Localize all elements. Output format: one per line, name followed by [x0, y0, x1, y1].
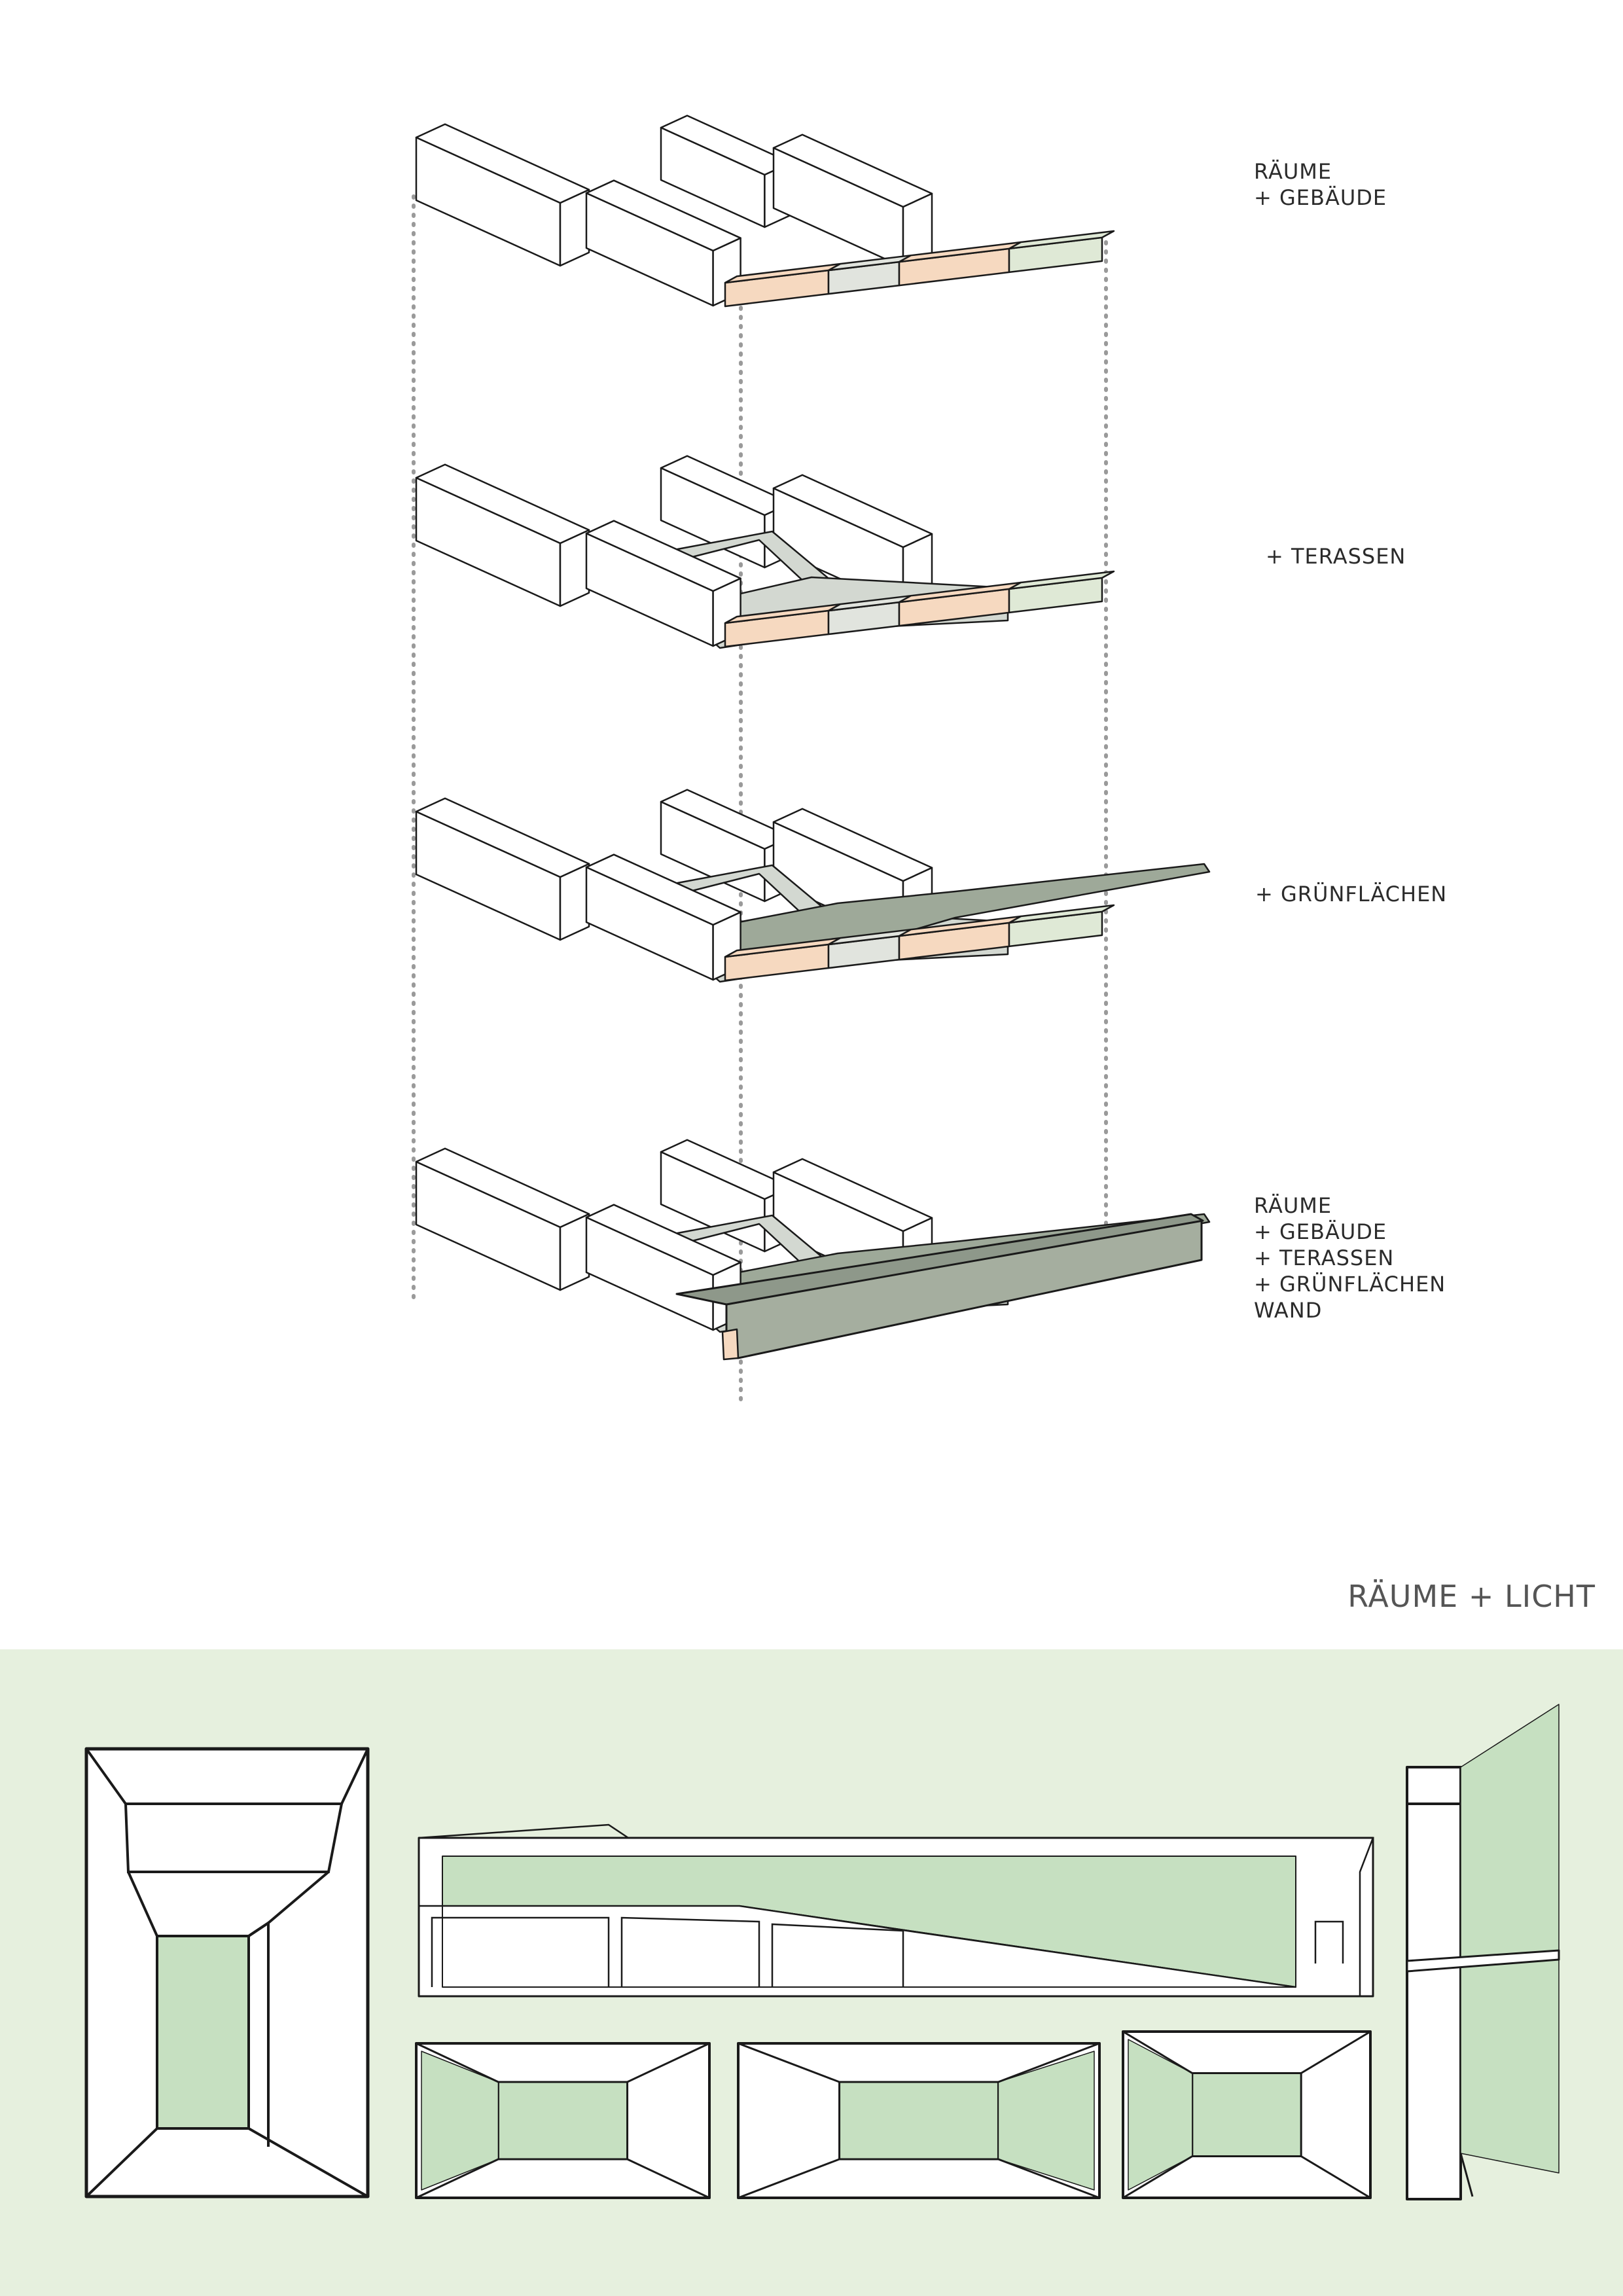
interior-view-3-edge-bl: [1122, 2155, 1193, 2199]
building-long-top-face: [415, 797, 590, 878]
interior-view-1: [415, 2042, 711, 2199]
section-left-parapet: [418, 1823, 629, 1839]
interior-view-2: [737, 2042, 1101, 2199]
interior-view-2-edge-tl: [738, 2042, 840, 2083]
stage-1-line-1: RÄUME: [1254, 159, 1332, 184]
section-ramp-line: [419, 1905, 1296, 1988]
section-title: RÄUME + LICHT: [1347, 1579, 1596, 1614]
stage-2-massing: [415, 455, 1115, 649]
stage-4-line-5: WAND: [1254, 1298, 1323, 1323]
vertical-section-shaft: [1406, 1766, 1462, 2200]
stage-label-1: RÄUME + GEBÄUDE: [1254, 158, 1387, 211]
stage-label-3: + GRÜNFLÄCHEN: [1255, 881, 1447, 907]
interior-view-3-edge-tl: [1122, 2030, 1193, 2074]
building-tall-top-face: [772, 808, 933, 882]
building-front: [585, 520, 741, 647]
vertical-section-floor-slab: [1406, 1949, 1560, 1973]
long-section: [418, 1823, 1374, 1998]
building-front-top-face: [585, 853, 741, 926]
tall-view-floor-edges: [85, 2127, 368, 2198]
building-long: [415, 797, 590, 941]
building-long: [415, 123, 590, 267]
tall-view-side-opening: [247, 1920, 270, 2147]
interior-view-2-end-wall: [838, 2081, 999, 2161]
building-long: [415, 1147, 590, 1291]
room-strip-segment-4-top: [1008, 904, 1115, 924]
interior-view-3: [1122, 2030, 1372, 2199]
interior-view-3-edge-br: [1300, 2155, 1371, 2199]
interior-view-1-edge-tl: [416, 2042, 499, 2083]
vertical-section: [1406, 1704, 1560, 2200]
building-front-top-face: [585, 520, 741, 592]
vertical-section-base: [1459, 2153, 1474, 2197]
building-tall: [772, 134, 933, 268]
room-strip: [724, 230, 1115, 308]
room-strip-segment-4-top: [1008, 570, 1115, 590]
interior-view-tall: [84, 1747, 370, 2198]
stage-4-line-4: + GRÜNFLÄCHEN: [1254, 1272, 1446, 1297]
section-right-tower: [1319, 1837, 1374, 1996]
interior-view-1-edge-bl: [416, 2158, 499, 2199]
section-room-2: [620, 1916, 760, 1987]
stage-3-line-1: + GRÜNFLÄCHEN: [1255, 882, 1448, 906]
interior-view-1-end-wall: [497, 2081, 629, 2161]
stage-label-2: + TERASSEN: [1266, 543, 1406, 569]
tall-view-ceiling-edge: [85, 1748, 369, 1805]
room-strip-segment-4-top: [1008, 230, 1115, 250]
stage-4-line-1: RÄUME: [1254, 1193, 1332, 1218]
room-strip: [724, 570, 1115, 648]
interior-view-1-edge-tr: [626, 2042, 710, 2083]
section-room-3: [771, 1923, 904, 1987]
continuous-wall: [675, 1213, 1204, 1361]
section-room-1: [431, 1916, 610, 1987]
isometric-stages: [415, 115, 1211, 1361]
vertical-section-green-wall: [1460, 1704, 1560, 2174]
building-long: [415, 463, 590, 607]
stage-3-massing: [415, 789, 1211, 983]
section-door: [1314, 1920, 1344, 1964]
stage-4-line-3: + TERASSEN: [1254, 1246, 1395, 1270]
interior-view-2-edge-tr: [997, 2042, 1100, 2083]
building-long-top-face: [415, 123, 590, 204]
interior-view-3-end-wall: [1191, 2072, 1302, 2157]
interior-view-1-edge-br: [626, 2158, 710, 2199]
wall-top: [675, 1213, 1204, 1306]
building-front: [585, 179, 741, 307]
stage-1-line-2: + GEBÄUDE: [1254, 185, 1387, 210]
building-tall-top-face: [772, 134, 933, 208]
interior-view-2-edge-bl: [738, 2158, 840, 2199]
interior-view-2-edge-br: [997, 2158, 1100, 2199]
tall-view-end-wall: [156, 1935, 250, 2130]
stage-1-massing: [415, 115, 1115, 308]
building-long-top-face: [415, 1147, 590, 1229]
stage-4-massing: [415, 1139, 1211, 1361]
stage-2-line-1: + TERASSEN: [1266, 544, 1406, 569]
vertical-section-green-wall-surface: [1460, 1704, 1560, 2174]
building-front-top-face: [585, 179, 741, 252]
tall-view-upper-band: [124, 1803, 343, 1873]
room-strip: [724, 904, 1115, 982]
stage-label-4: RÄUME + GEBÄUDE + TERASSEN + GRÜNFLÄCHEN…: [1254, 1193, 1446, 1323]
building-tall-top-face: [772, 474, 933, 548]
building-long-top-face: [415, 463, 590, 545]
building-tall-top-face: [772, 1158, 933, 1232]
stage-4-line-2: + GEBÄUDE: [1254, 1219, 1387, 1244]
building-front-top-face: [585, 1204, 741, 1276]
wall-end-orange: [721, 1328, 740, 1361]
interior-view-3-edge-tr: [1300, 2030, 1371, 2074]
rooms-light-panel: [0, 1649, 1623, 2296]
